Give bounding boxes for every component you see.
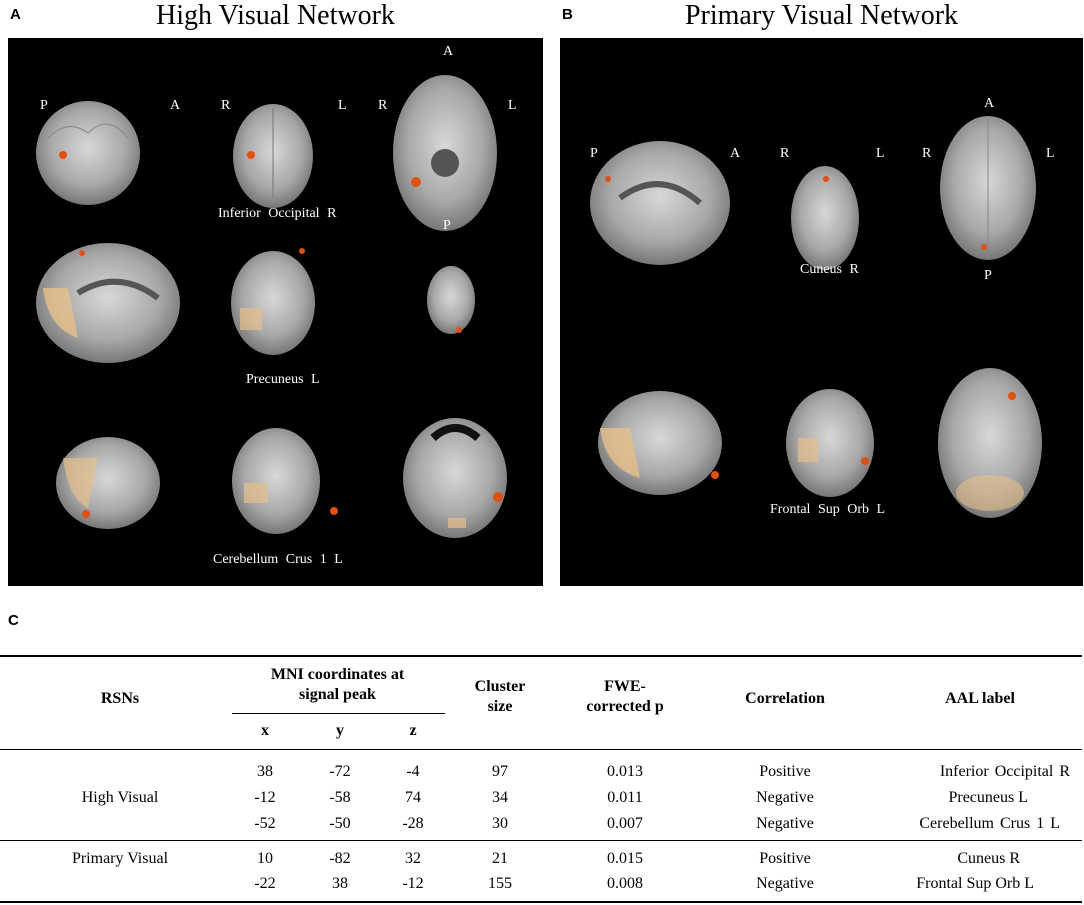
coronal-slice-1 [233,104,313,208]
header-correlation: Correlation [745,690,825,707]
coronal-slice-2 [231,248,315,355]
table-row-3-p: 0.007 [607,815,643,832]
table-row-5-y: 38 [332,875,348,892]
table-row-2-corr: Negative [756,789,814,806]
table-row-1-p: 0.013 [607,763,643,780]
header-mni-line2: signal peak [299,686,376,703]
orient-l: L [876,146,885,161]
table-row-2-z: 74 [405,789,421,806]
table-top-rule [0,655,1082,657]
axial-slice-3 [403,418,507,538]
header-rsns: RSNs [100,690,140,707]
group-name-high-visual: High Visual [81,789,159,806]
orient-l: L [338,98,347,113]
table-row-1-z: -4 [406,763,420,780]
orient-a2: A [984,96,995,111]
coronal-slice-2 [786,389,874,497]
table-row-4-size: 21 [492,850,508,867]
brain-slices-primary-visual [590,116,1042,518]
group-divider [0,840,1082,841]
table-row-4-corr: Positive [759,850,811,867]
header-y: y [336,722,344,739]
table-row-3-z: -28 [402,815,424,832]
coronal-slice-1 [791,166,859,270]
table-row-1-x: 38 [257,763,273,780]
sagittal-slice-2 [598,391,722,495]
orient-r2: R [922,146,932,161]
table-row-1-size: 97 [492,763,508,780]
region-label-cerebellum: Cerebellum Crus 1 L [213,552,343,567]
orient-l2: L [1046,146,1055,161]
region-label-cuneus: Cuneus R [800,262,859,277]
mni-subrule [232,713,445,714]
table-row-4-p: 0.015 [607,850,643,867]
orient-r: R [221,98,231,113]
coronal-slice-3 [232,428,338,534]
header-cluster-line1: Cluster [474,678,526,695]
table-row-5-label: Frontal Sup Orb L [916,875,1034,892]
header-bottom-rule [0,749,1082,750]
axial-slice-2 [427,266,475,334]
header-mni-line1: MNI coordinates at [270,666,405,683]
panel-letter-a: A [10,6,21,23]
axial-slice-2 [938,368,1042,518]
table-row-2-y: -58 [329,789,351,806]
orient-r2: R [378,98,388,113]
region-label-precuneus: Precuneus L [246,372,320,387]
table-row-2-label: Precuneus L [948,789,1028,806]
brain-panel-high-visual: P A R L R L A P Inferior Occipital R Pre… [8,38,543,586]
table-row-3-label: Cerebellum Crus 1 L [919,815,1060,832]
orient-a: A [170,98,181,113]
table-row-4-z: 32 [405,850,421,867]
brain-panel-primary-visual: P A R L R L A P Cuneus R Frontal Sup Orb… [560,38,1083,586]
axial-slice-1 [393,75,497,231]
header-x: x [261,722,269,739]
table-row-3-x: -52 [254,815,276,832]
region-label-inferior-occipital: Inferior Occipital R [218,206,337,221]
header-fwe-line1: FWE- [604,678,646,695]
table-bottom-rule [0,901,1082,903]
sagittal-slice-1 [590,141,730,265]
table-row-4-y: -82 [329,850,351,867]
group-name-primary-visual: Primary Visual [71,850,169,867]
axial-slice-1 [940,116,1036,260]
orient-r: R [780,146,790,161]
sagittal-slice-1 [36,101,140,205]
table-row-4-x: 10 [257,850,273,867]
brain-slices-high-visual [36,75,507,538]
table-row-3-corr: Negative [756,815,814,832]
panel-title-primary-visual: Primary Visual Network [684,0,959,31]
panel-letter-c: C [8,612,19,629]
table-row-5-z: -12 [402,875,424,892]
orient-a2: A [443,44,454,59]
panel-letter-b: B [562,6,573,23]
table-row-5-x: -22 [254,875,276,892]
table-row-3-size: 30 [492,815,508,832]
region-label-frontal-sup-orb: Frontal Sup Orb L [770,502,886,517]
sagittal-slice-3 [56,437,160,529]
table-row-5-corr: Negative [756,875,814,892]
orient-p: P [590,146,598,161]
table-row-4-label: Cuneus R [957,850,1020,867]
table-row-2-p: 0.011 [607,789,643,806]
table-row-3-y: -50 [329,815,351,832]
orient-p2: P [984,268,992,283]
header-fwe-line2: corrected p [586,698,664,715]
header-z: z [409,722,417,739]
header-aal: AAL label [945,690,1015,707]
table-row-5-size: 155 [488,875,512,892]
panel-title-high-visual: High Visual Network [156,0,395,31]
orient-l2: L [508,98,517,113]
sagittal-slice-2 [36,243,180,363]
table-row-1-label: Inferior Occipital R [939,763,1070,780]
header-cluster-line2: size [487,698,513,715]
table-row-1-corr: Positive [759,763,811,780]
table-row-1-y: -72 [329,763,351,780]
table-row-5-p: 0.008 [607,875,643,892]
orient-a: A [730,146,741,161]
table-row-2-x: -12 [254,789,276,806]
table-row-2-size: 34 [492,789,508,806]
orient-p2: P [443,218,451,233]
orient-p: P [40,98,48,113]
